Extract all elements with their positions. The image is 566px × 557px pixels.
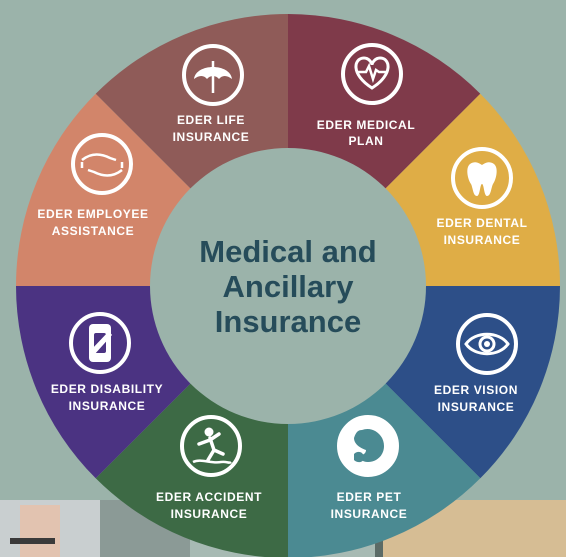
eye-icon	[456, 313, 518, 375]
svg-text:EDER MEDICAL: EDER MEDICAL	[317, 118, 416, 132]
center-title-line-1: Medical and	[199, 234, 376, 269]
heart-pulse-icon	[341, 43, 403, 105]
label-accident: EDER ACCIDENT INSURANCE	[156, 490, 262, 521]
svg-text:EDER DISABILITY: EDER DISABILITY	[51, 382, 163, 396]
svg-text:INSURANCE: INSURANCE	[173, 130, 250, 144]
center-circle	[150, 148, 426, 424]
svg-text:EDER VISION: EDER VISION	[434, 383, 518, 397]
svg-text:PLAN: PLAN	[348, 134, 383, 148]
arm-sling-icon	[69, 312, 131, 374]
label-life: EDER LIFE INSURANCE	[173, 113, 250, 144]
tooth-icon	[451, 147, 513, 209]
svg-text:INSURANCE: INSURANCE	[69, 399, 146, 413]
umbrella-icon	[182, 44, 244, 106]
svg-text:EDER DENTAL: EDER DENTAL	[436, 216, 527, 230]
label-medical: EDER MEDICAL PLAN	[317, 118, 416, 148]
svg-text:INSURANCE: INSURANCE	[438, 400, 515, 414]
label-dental: EDER DENTAL INSURANCE	[436, 216, 527, 247]
label-pet: EDER PET INSURANCE	[331, 490, 408, 521]
svg-text:EDER EMPLOYEE: EDER EMPLOYEE	[37, 207, 148, 221]
label-employee: EDER EMPLOYEE ASSISTANCE	[37, 207, 148, 238]
label-vision: EDER VISION INSURANCE	[434, 383, 518, 414]
svg-text:INSURANCE: INSURANCE	[444, 233, 521, 247]
hands-icon	[71, 133, 133, 195]
svg-text:ASSISTANCE: ASSISTANCE	[52, 224, 134, 238]
center-title-line-3: Insurance	[215, 304, 361, 339]
svg-text:EDER LIFE: EDER LIFE	[177, 113, 245, 127]
svg-text:INSURANCE: INSURANCE	[331, 507, 408, 521]
falling-person-icon	[180, 415, 242, 477]
svg-text:EDER PET: EDER PET	[337, 490, 402, 504]
svg-text:EDER ACCIDENT: EDER ACCIDENT	[156, 490, 262, 504]
svg-text:INSURANCE: INSURANCE	[171, 507, 248, 521]
pet-icon	[337, 415, 399, 477]
center-title-line-2: Ancillary	[223, 269, 355, 304]
label-disability: EDER DISABILITY INSURANCE	[51, 382, 163, 413]
